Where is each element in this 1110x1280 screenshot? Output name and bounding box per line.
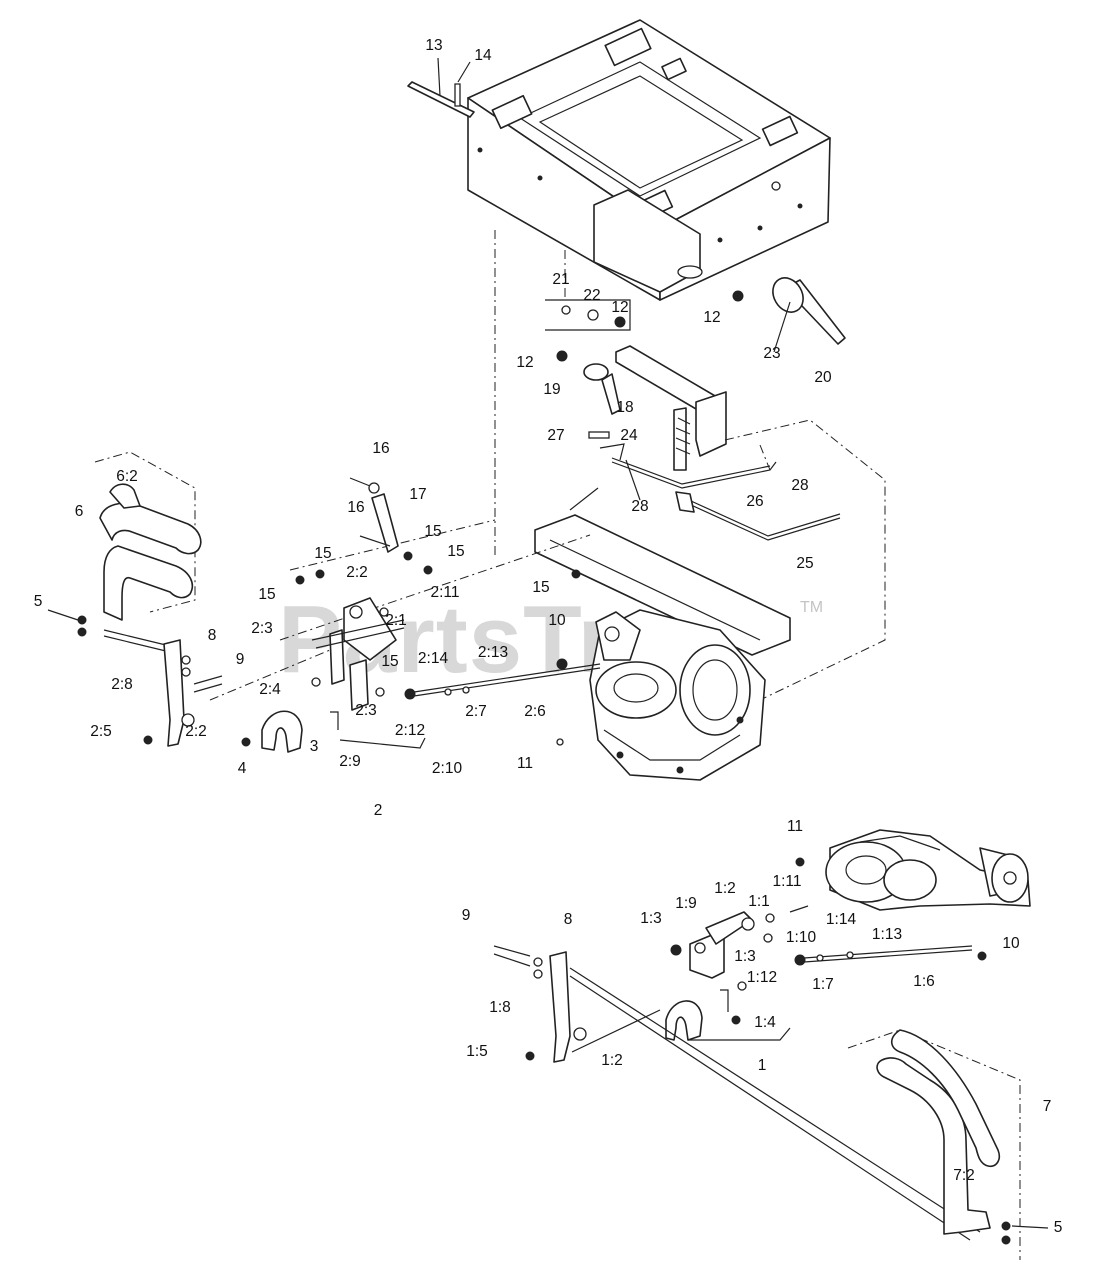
callout-c12b: 12 [703,309,720,326]
callout-c11c: 1:1 [748,893,770,910]
callout-c24: 24 [620,427,638,444]
callout-c111: 1:11 [772,873,801,890]
callout-c114: 1:14 [826,911,857,928]
callout-c21a: 21 [552,271,569,288]
callout-c13b: 1:3 [640,910,662,927]
callout-c26: 26 [746,493,763,510]
callout-c12c: 12 [516,354,533,371]
callout-c214: 2:14 [418,650,449,667]
callout-c8a: 8 [208,627,217,644]
callout-c5a: 5 [34,593,43,610]
callout-c21b: 2:1 [385,612,407,629]
callout-c18: 18 [616,399,633,416]
callout-c26b: 2:6 [524,703,546,720]
callout-c23b: 2:3 [251,620,273,637]
bracket-18 [556,345,727,471]
callout-c24b: 2:4 [259,681,281,698]
callout-c10a: 10 [548,612,566,629]
callout-c13: 13 [425,37,442,54]
lever-arm-2-8 [47,609,223,747]
frame-chassis [467,19,831,301]
control-handle-7 [847,1029,1049,1260]
callout-c15b: 15 [447,543,464,560]
lever-20 [732,277,846,353]
lever-arm-1-8 [493,945,981,1241]
callout-c18b: 1:8 [489,999,511,1016]
callout-c29: 2:9 [339,753,361,770]
callout-c28b: 28 [791,477,808,494]
callout-c72: 7:2 [953,1167,975,1184]
callout-c8b: 8 [564,911,573,928]
callout-c13c: 1:3 [734,948,756,965]
callout-c2: 2 [374,802,383,819]
callout-c5b: 5 [1054,1219,1063,1236]
callout-c9b: 9 [462,907,471,924]
callout-c25: 25 [796,555,813,572]
callout-c112: 1:12 [747,969,777,986]
callout-c15f: 15 [381,653,398,670]
callout-c15g: 1:5 [466,1043,488,1060]
callout-c6: 6 [75,503,84,520]
callout-c12d: 1:2 [714,880,736,897]
callout-c62: 6:2 [116,468,138,485]
callout-c17b: 1:7 [812,976,834,993]
hardware-row-21-22-12 [561,305,626,328]
pin-14 [454,61,471,107]
callout-c22: 22 [583,287,600,304]
bar-13 [407,57,475,118]
rod-25 [675,491,841,541]
callout-c20: 20 [814,369,832,386]
callout-c28c: 2:8 [111,676,133,693]
callout-c1: 1 [758,1057,767,1074]
callout-c212: 2:12 [395,722,425,739]
callout-c113: 1:13 [872,926,902,943]
callout-c15e: 15 [532,579,549,596]
callout-c10b: 10 [1002,935,1020,952]
callout-c23: 23 [763,345,780,362]
callout-c27b: 2:7 [465,703,487,720]
callout-c15a: 15 [424,523,441,540]
callout-c14: 14 [474,47,492,64]
callout-c110: 1:10 [786,929,817,946]
control-handle-6 [94,451,202,653]
callout-c4: 4 [238,760,247,777]
callout-c11b: 11 [787,818,803,835]
callout-c9a: 9 [236,651,245,668]
callout-c12a: 12 [611,299,628,316]
callout-c12e: 1:2 [601,1052,623,1069]
callout-c211a: 2:11 [430,584,459,601]
callout-c11a: 11 [517,755,533,772]
callout-c17: 17 [409,486,426,503]
rod-26 [611,457,777,489]
callout-c3: 3 [310,738,319,755]
watermark-trademark: TM [800,599,823,616]
callout-c23c: 2:3 [355,702,377,719]
callout-c28a: 28 [631,498,648,515]
callout-c16c: 1:6 [913,973,935,990]
callout-c27a: 27 [547,427,564,444]
linkage-assembly-2 [209,477,601,753]
callout-c15c: 15 [314,545,331,562]
callout-c16a: 16 [372,440,389,457]
callout-c19b: 1:9 [675,895,697,912]
callout-c25b: 2:5 [90,723,112,740]
callout-c19: 19 [543,381,560,398]
callout-c22b: 2:2 [346,564,368,581]
callout-c210: 2:10 [432,760,463,777]
rail-plate [534,487,791,656]
callout-c15d: 15 [258,586,275,603]
transmission-right [795,829,1031,911]
callout-c16b: 16 [347,499,364,516]
callout-c14b: 1:4 [754,1014,776,1031]
callout-c7: 7 [1043,1098,1052,1115]
transmission-left [589,609,766,781]
linkage-assembly-1 [665,905,987,1041]
callout-c22c: 2:2 [185,723,207,740]
callout-c213: 2:13 [478,644,508,661]
